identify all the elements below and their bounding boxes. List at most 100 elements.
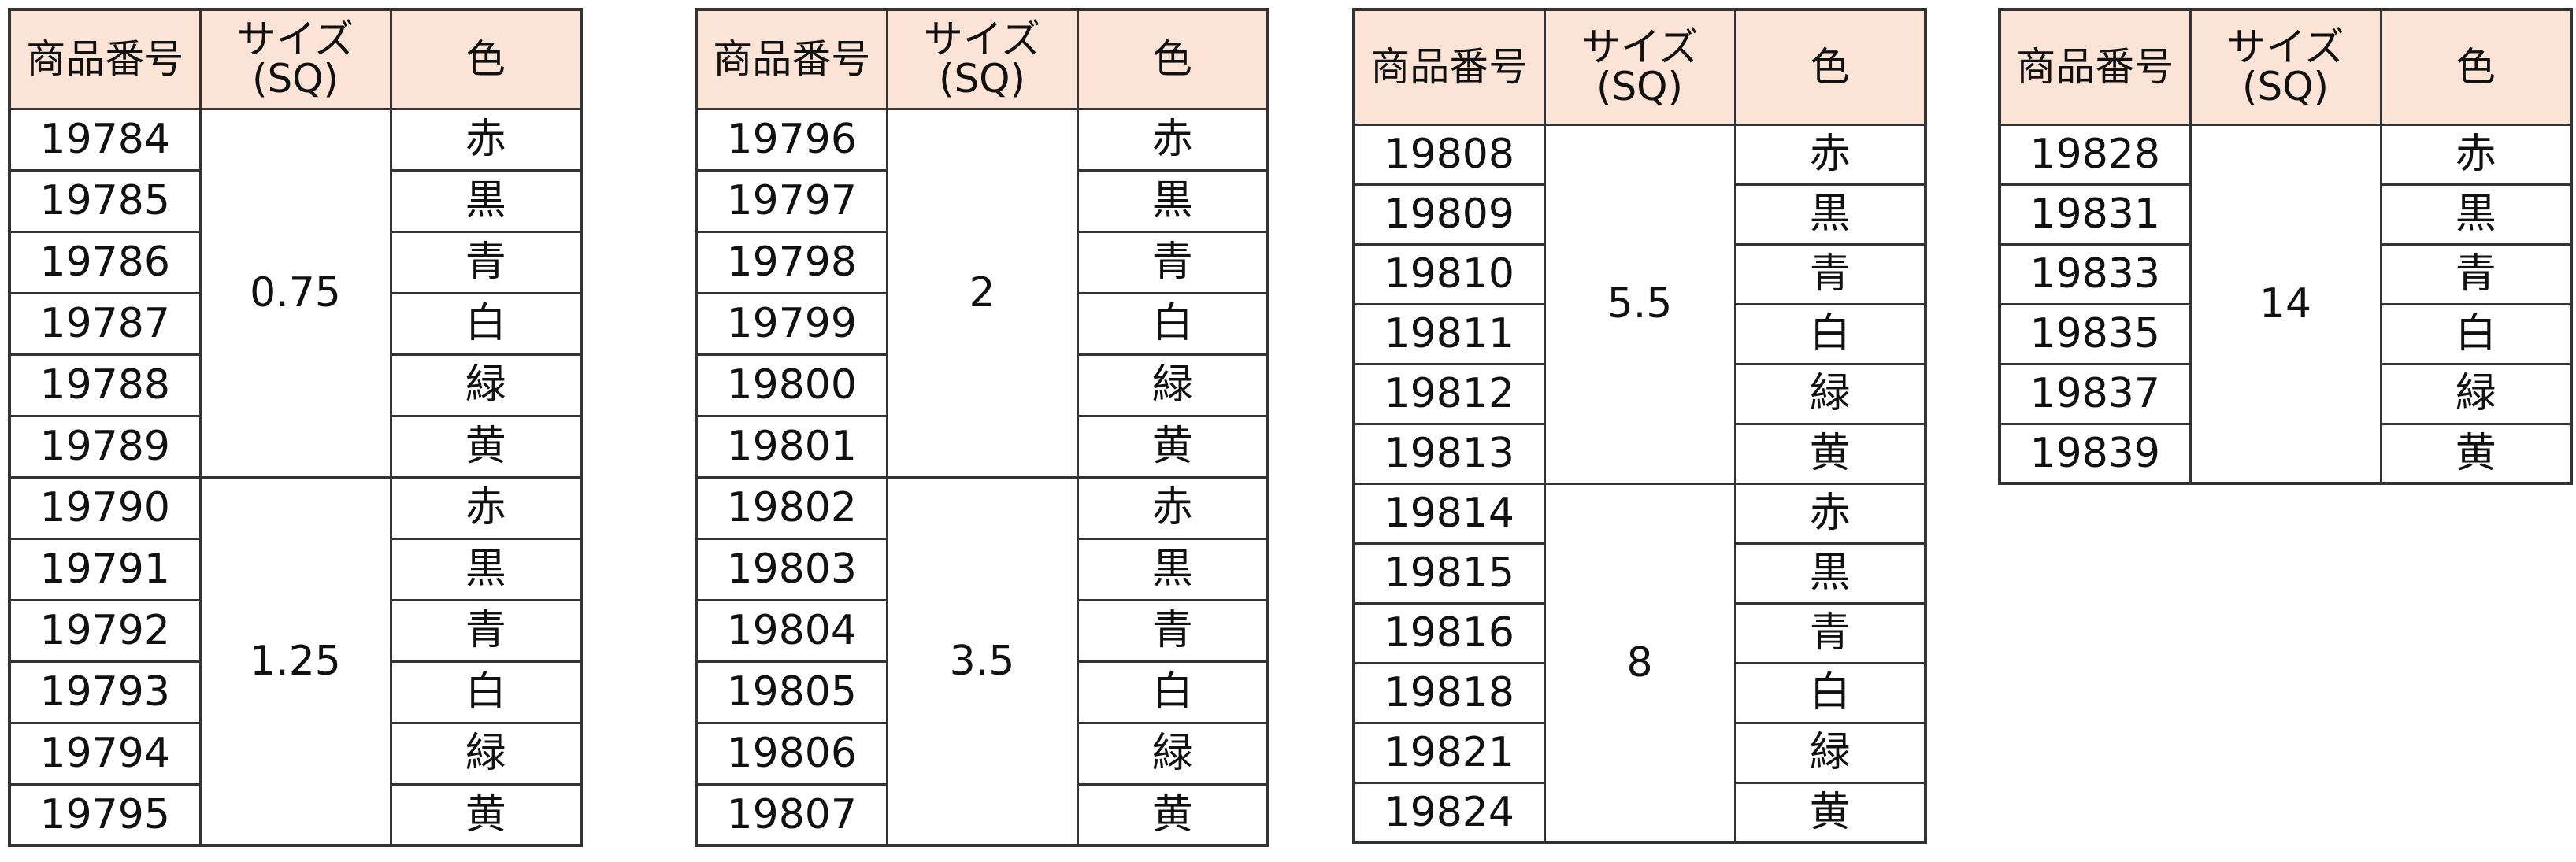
color-cell: 黒 — [1076, 537, 1269, 601]
product-number-cell: 19816 — [1352, 601, 1546, 664]
header-product-number: 商品番号 — [1998, 8, 2192, 126]
size-cell: 0.75 — [198, 107, 392, 479]
product-number-cell: 19799 — [695, 291, 888, 356]
header-color: 色 — [2379, 8, 2573, 126]
product-number-cell: 19831 — [1998, 183, 2192, 246]
color-cell: 黄 — [389, 414, 583, 479]
product-number-cell: 19811 — [1352, 302, 1546, 365]
product-number-cell: 19789 — [8, 414, 202, 479]
color-cell: 青 — [1076, 230, 1269, 294]
product-number-cell: 19787 — [8, 291, 202, 356]
product-number-cell: 19805 — [695, 660, 888, 724]
color-cell: 赤 — [1733, 123, 1927, 186]
header-color: 色 — [1733, 8, 1927, 126]
header-size-label: サイズ — [236, 17, 354, 63]
size-cell: 14 — [2189, 123, 2382, 485]
product-number-cell: 19828 — [1998, 123, 2192, 186]
product-number-cell: 19814 — [1352, 482, 1546, 545]
color-cell: 赤 — [1076, 475, 1269, 540]
product-number-cell: 19801 — [695, 414, 888, 479]
color-cell: 黒 — [389, 168, 583, 233]
size-cell: 1.25 — [198, 475, 392, 847]
color-cell: 緑 — [1733, 362, 1927, 425]
color-cell: 黒 — [389, 537, 583, 601]
header-color: 色 — [389, 8, 583, 110]
color-cell: 青 — [1733, 601, 1927, 664]
product-number-cell: 19797 — [695, 168, 888, 233]
header-size: サイズ(SQ) — [885, 8, 1079, 110]
header-size-unit: (SQ) — [251, 56, 339, 102]
header-product-number: 商品番号 — [1352, 8, 1546, 126]
color-cell: 青 — [1733, 242, 1927, 305]
color-cell: 黄 — [389, 782, 583, 847]
product-number-cell: 19837 — [1998, 362, 2192, 425]
product-number-cell: 19821 — [1352, 721, 1546, 784]
color-cell: 白 — [389, 291, 583, 356]
product-number-cell: 19795 — [8, 782, 202, 847]
color-cell: 青 — [389, 598, 583, 663]
color-cell: 黒 — [1733, 542, 1927, 605]
color-cell: 青 — [1076, 598, 1269, 663]
product-number-cell: 19833 — [1998, 242, 2192, 305]
color-cell: 緑 — [1076, 721, 1269, 786]
color-cell: 緑 — [1076, 353, 1269, 417]
product-number-cell: 19815 — [1352, 542, 1546, 605]
product-number-cell: 19800 — [695, 353, 888, 417]
header-product-number: 商品番号 — [695, 8, 888, 110]
product-number-cell: 19813 — [1352, 422, 1546, 485]
color-cell: 緑 — [1733, 721, 1927, 784]
product-number-cell: 19804 — [695, 598, 888, 663]
product-number-cell: 19806 — [695, 721, 888, 786]
product-number-cell: 19790 — [8, 475, 202, 540]
product-number-cell: 19824 — [1352, 781, 1546, 844]
color-cell: 白 — [1733, 302, 1927, 365]
color-cell: 白 — [389, 660, 583, 724]
color-cell: 赤 — [389, 475, 583, 540]
product-number-cell: 19839 — [1998, 422, 2192, 485]
header-color: 色 — [1076, 8, 1269, 110]
color-cell: 青 — [2379, 242, 2573, 305]
color-cell: 赤 — [2379, 123, 2573, 186]
color-cell: 黄 — [1076, 414, 1269, 479]
header-size-label: サイズ — [1581, 24, 1699, 71]
product-number-cell: 19807 — [695, 782, 888, 847]
product-number-cell: 19793 — [8, 660, 202, 724]
header-size: サイズ(SQ) — [1543, 8, 1736, 126]
color-cell: 黄 — [2379, 422, 2573, 485]
header-size-label: サイズ — [923, 17, 1041, 63]
color-cell: 黒 — [2379, 183, 2573, 246]
header-size-unit: (SQ) — [2241, 64, 2330, 110]
color-cell: 白 — [1076, 291, 1269, 356]
header-size-unit: (SQ) — [938, 56, 1026, 102]
product-number-cell: 19796 — [695, 107, 888, 172]
header-size-unit: (SQ) — [1596, 64, 1684, 110]
size-cell: 3.5 — [885, 475, 1079, 847]
color-cell: 白 — [2379, 302, 2573, 365]
color-cell: 黒 — [1733, 183, 1927, 246]
color-cell: 緑 — [389, 353, 583, 417]
header-size-label: サイズ — [2226, 24, 2344, 71]
product-number-cell: 19784 — [8, 107, 202, 172]
color-cell: 緑 — [389, 721, 583, 786]
header-size: サイズ(SQ) — [2189, 8, 2382, 126]
color-cell: 赤 — [389, 107, 583, 172]
product-number-cell: 19812 — [1352, 362, 1546, 425]
color-cell: 白 — [1733, 661, 1927, 724]
color-cell: 黄 — [1733, 422, 1927, 485]
product-number-cell: 19810 — [1352, 242, 1546, 305]
product-number-cell: 19802 — [695, 475, 888, 540]
color-cell: 白 — [1076, 660, 1269, 724]
product-number-cell: 19792 — [8, 598, 202, 663]
product-number-cell: 19794 — [8, 721, 202, 786]
product-number-cell: 19791 — [8, 537, 202, 601]
color-cell: 黄 — [1733, 781, 1927, 844]
header-product-number: 商品番号 — [8, 8, 202, 110]
product-number-cell: 19798 — [695, 230, 888, 294]
product-number-cell: 19803 — [695, 537, 888, 601]
color-cell: 青 — [389, 230, 583, 294]
color-cell: 赤 — [1733, 482, 1927, 545]
color-cell: 赤 — [1076, 107, 1269, 172]
